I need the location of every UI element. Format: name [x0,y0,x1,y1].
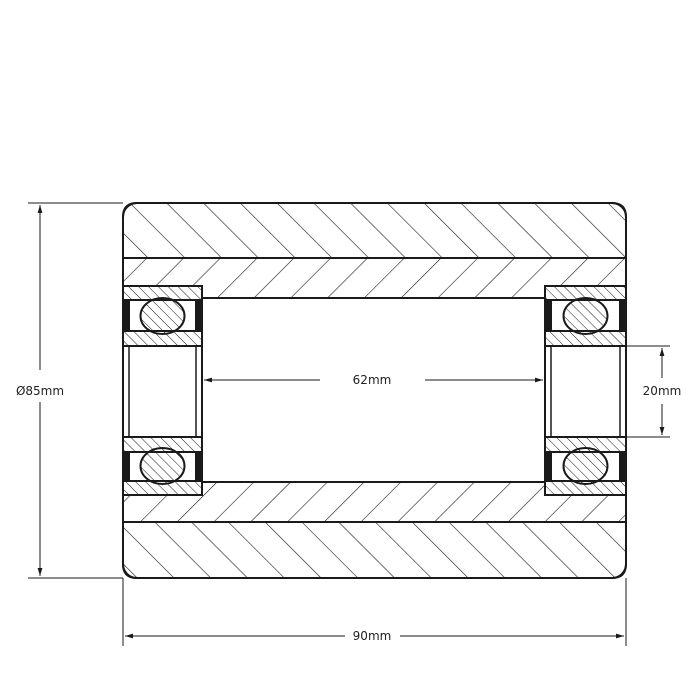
outer-tread-bottom [122,521,627,579]
bearing-spacing-label: 62mm [353,373,392,387]
bearing-left-seal [195,452,201,481]
length-label: 90mm [353,629,392,643]
bearing-right-ball [562,297,609,335]
bearing-right-seal [619,301,625,330]
bearing-left-seal [124,301,130,330]
bearing-left-ball [139,297,186,335]
bearing-right-seal [546,301,552,330]
bearing-right-seal [619,452,625,481]
bearing-left-seal [124,452,130,481]
bearing-right-ball [562,447,609,485]
bearing-left-ball [139,447,186,485]
bearing-left-seal [195,301,201,330]
outer-tread-top [122,202,627,259]
bore-label: 20mm [643,384,682,398]
bearing-right-seal [546,452,552,481]
outer-diameter-label: Ø85mm [16,384,64,398]
